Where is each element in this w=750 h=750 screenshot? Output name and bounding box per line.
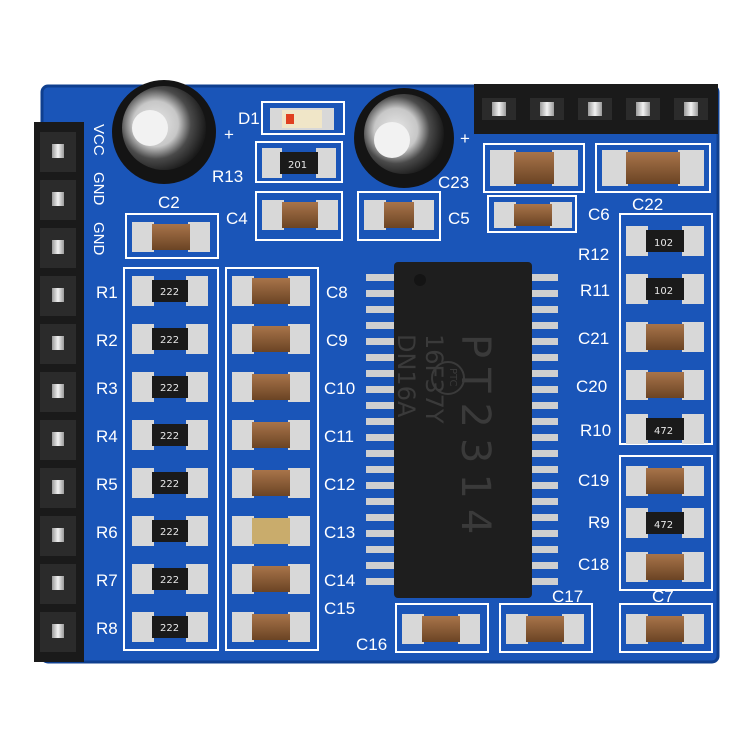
left-pin-header bbox=[34, 122, 84, 662]
label-c8: C8 bbox=[326, 283, 348, 302]
label-c12: C12 bbox=[324, 475, 355, 494]
ceramic-capacitors bbox=[132, 150, 704, 644]
resistor-column-right: 102 102 472 472 bbox=[626, 226, 704, 538]
label-c7: C7 bbox=[652, 587, 674, 606]
svg-text:472: 472 bbox=[654, 520, 673, 531]
label-c2: C2 bbox=[158, 193, 180, 212]
top-pin-header bbox=[474, 84, 718, 134]
label-r13: R13 bbox=[212, 167, 243, 186]
led-d1 bbox=[270, 108, 334, 130]
resistor-r13: 201 bbox=[262, 148, 336, 178]
label-c17: C17 bbox=[552, 587, 583, 606]
label-r5: R5 bbox=[96, 475, 118, 494]
label-c16: C16 bbox=[356, 635, 387, 654]
svg-text:472: 472 bbox=[654, 426, 673, 437]
ptc-logo: PTC bbox=[431, 361, 465, 395]
label-r7: R7 bbox=[96, 571, 118, 590]
plus-mark-2: + bbox=[460, 129, 470, 148]
svg-text:222: 222 bbox=[160, 431, 179, 442]
svg-text:222: 222 bbox=[160, 575, 179, 586]
svg-text:102: 102 bbox=[654, 286, 673, 297]
label-c21: C21 bbox=[578, 329, 609, 348]
label-r4: R4 bbox=[96, 427, 118, 446]
label-c14: C14 bbox=[324, 571, 355, 590]
label-c13: C13 bbox=[324, 523, 355, 542]
svg-text:201: 201 bbox=[288, 160, 307, 171]
label-gnd-1: GND bbox=[90, 172, 107, 206]
plus-mark-1: + bbox=[224, 125, 234, 144]
ic-marking-line3: DN16A bbox=[392, 334, 420, 418]
label-vcc: VCC bbox=[90, 124, 107, 156]
label-r2: R2 bbox=[96, 331, 118, 350]
label-r12: R12 bbox=[578, 245, 609, 264]
label-c5: C5 bbox=[448, 209, 470, 228]
electrolytic-capacitor-right bbox=[354, 88, 454, 188]
label-c20: C20 bbox=[576, 377, 607, 396]
svg-text:222: 222 bbox=[160, 335, 179, 346]
label-c19: C19 bbox=[578, 471, 609, 490]
ic-marking-line1: PT2314 bbox=[452, 334, 498, 544]
label-c9: C9 bbox=[326, 331, 348, 350]
svg-text:222: 222 bbox=[160, 383, 179, 394]
svg-text:102: 102 bbox=[654, 238, 673, 249]
label-c10: C10 bbox=[324, 379, 355, 398]
svg-text:222: 222 bbox=[160, 527, 179, 538]
label-r3: R3 bbox=[96, 379, 118, 398]
label-c11: C11 bbox=[324, 427, 354, 446]
label-c22: C22 bbox=[632, 195, 663, 214]
label-r9: R9 bbox=[588, 513, 610, 532]
ic-pt2314: PT2314 16F37Y DN16A PTC bbox=[366, 262, 558, 598]
label-r8: R8 bbox=[96, 619, 118, 638]
label-c18: C18 bbox=[578, 555, 609, 574]
svg-text:PTC: PTC bbox=[447, 368, 458, 387]
electrolytic-capacitor-left bbox=[112, 80, 216, 184]
svg-text:222: 222 bbox=[160, 287, 179, 298]
label-d1: D1 bbox=[238, 109, 260, 128]
svg-text:222: 222 bbox=[160, 479, 179, 490]
label-c23: C23 bbox=[438, 173, 469, 192]
silkscreen-labels: D1 R13 C23 C2 C4 C5 C6 C22 R12 R11 C21 C… bbox=[96, 109, 674, 654]
label-c4: C4 bbox=[226, 209, 248, 228]
label-c15: C15 bbox=[324, 599, 355, 618]
resistor-column-left: 222 222 222 222 222 222 222 222 bbox=[132, 276, 208, 642]
label-r1: R1 bbox=[96, 283, 118, 302]
label-c6: C6 bbox=[588, 205, 610, 224]
label-r6: R6 bbox=[96, 523, 118, 542]
label-gnd-2: GND bbox=[90, 222, 107, 256]
svg-text:222: 222 bbox=[160, 623, 179, 634]
label-r11: R11 bbox=[580, 281, 610, 300]
label-r10: R10 bbox=[580, 421, 611, 440]
ic-marking-line2: 16F37Y bbox=[420, 334, 448, 424]
silkscreen-outlines bbox=[123, 101, 713, 653]
